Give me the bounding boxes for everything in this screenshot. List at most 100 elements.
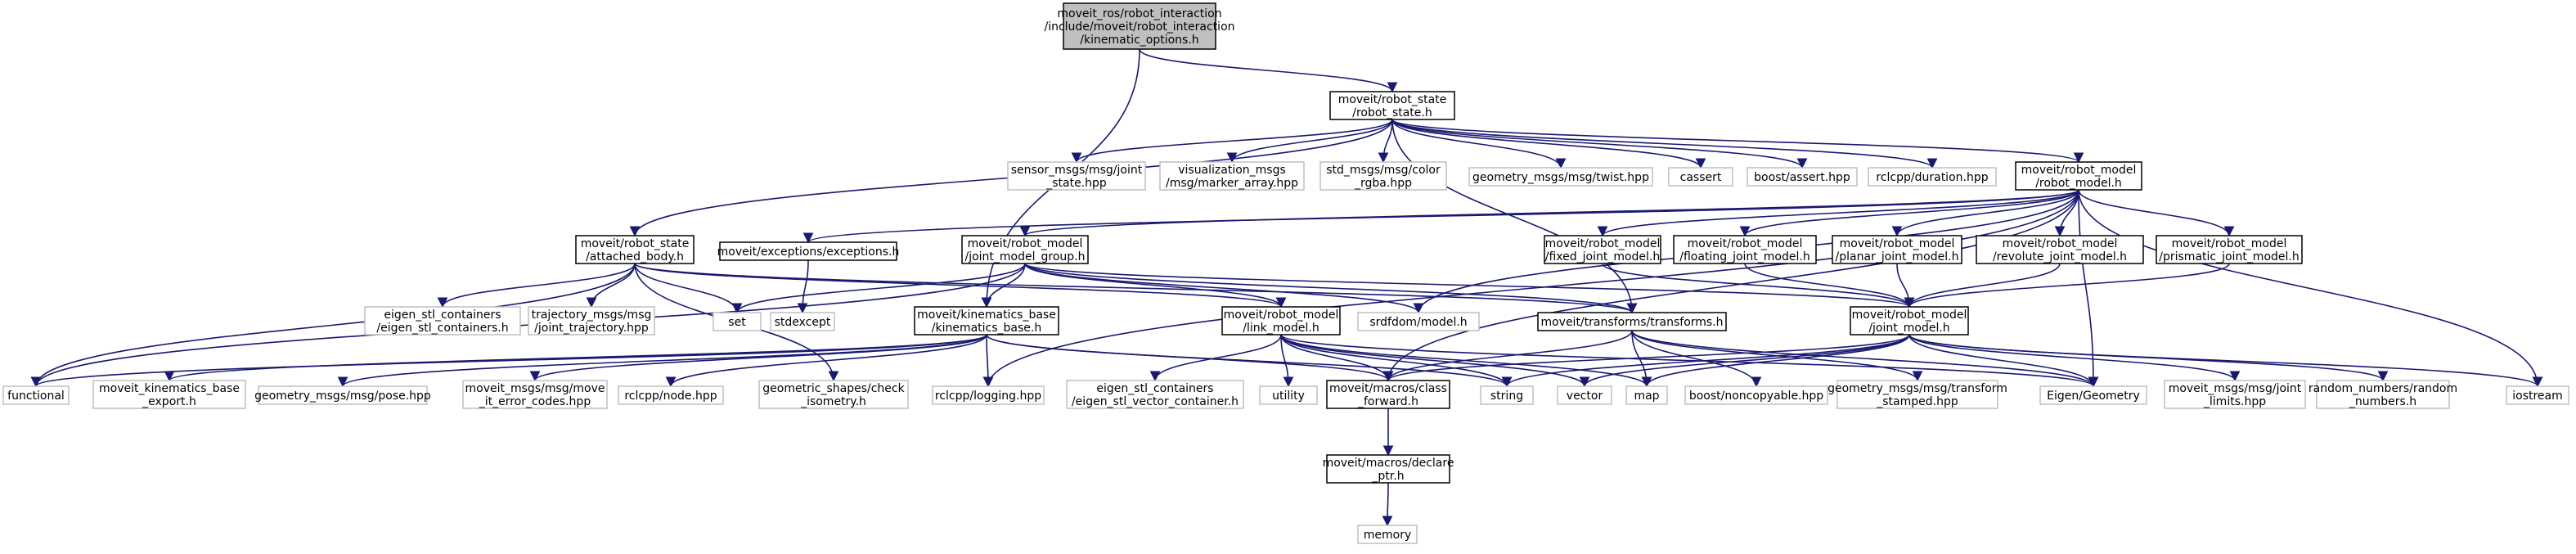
node-box	[770, 312, 835, 331]
node-box	[1468, 167, 1653, 187]
node-floating-joint[interactable]: moveit/robot_model/floating_joint_model.…	[1673, 235, 1817, 264]
node-joint-model[interactable]: moveit/robot_model/joint_model.h	[1850, 306, 1969, 336]
node-label-line: visualization_msgs	[1178, 164, 1286, 177]
node-stdexcept[interactable]: stdexcept	[770, 312, 835, 331]
node-box	[719, 241, 897, 261]
node-kinematics-base[interactable]: moveit/kinematics_base/kinematics_base.h	[914, 306, 1059, 336]
node-srdfdom[interactable]: srdfdom/model.h	[1357, 312, 1480, 331]
edge-robot_state-to-robot_model	[1391, 119, 2084, 164]
edge-kinematics_base-to-kin_export	[164, 334, 987, 382]
node-label-line: moveit_msgs/msg/move	[465, 382, 605, 395]
node-box	[961, 235, 1089, 264]
node-node[interactable]: rclcpp/node.hpp	[618, 385, 724, 405]
node-map[interactable]: map	[1625, 385, 1668, 405]
node-sensor-joint-state[interactable]: sensor_msgs/msg/joint_state.hpp	[1007, 161, 1146, 191]
node-box	[618, 385, 724, 405]
node-label-line: Eigen/Geometry	[2047, 390, 2140, 403]
edge-kinematics_base-to-error_codes	[529, 334, 987, 382]
node-check-isometry[interactable]: geometric_shapes/check_isometry.h	[758, 380, 909, 409]
node-label-line: moveit/robot_model	[1688, 237, 1803, 250]
node-box	[2316, 380, 2450, 409]
node-label-line: moveit_msgs/msg/joint	[2169, 382, 2302, 395]
node-box	[1976, 235, 2144, 264]
node-revolute-joint[interactable]: moveit/robot_model/revolute_joint_model.…	[1976, 235, 2144, 264]
node-boost-assert[interactable]: boost/assert.hpp	[1747, 167, 1858, 187]
node-box	[1684, 385, 1828, 405]
node-error-codes[interactable]: moveit_msgs/msg/move_it_error_codes.hpp	[462, 380, 608, 409]
edge-robot_model-to-logging	[982, 189, 2079, 388]
node-label-line: stdexcept	[775, 316, 831, 329]
node-label-line: rclcpp/node.hpp	[624, 390, 717, 403]
node-box	[1480, 385, 1534, 405]
node-prismatic-joint[interactable]: moveit/robot_model/prismatic_joint_model…	[2156, 235, 2303, 264]
node-box	[1326, 454, 1450, 484]
edge-declare_ptr-to-memory	[1382, 482, 1393, 527]
node-box	[258, 385, 428, 405]
node-transform-stamped[interactable]: geometry_msgs/msg/transform_stamped.hpp	[1827, 380, 2007, 409]
node-label-line: /attached_body.h	[586, 250, 684, 263]
node-joint-trajectory[interactable]: trajectory_msgs/msg/joint_trajectory.hpp	[528, 306, 655, 336]
node-label-line: geometry_msgs/msg/pose.hpp	[254, 390, 431, 403]
node-cassert[interactable]: cassert	[1668, 167, 1733, 187]
node-box	[2156, 235, 2303, 264]
node-eigen-stl-containers[interactable]: eigen_stl_containers/eigen_stl_container…	[364, 306, 521, 336]
node-label-line: moveit/exceptions/exceptions.h	[717, 245, 900, 259]
node-duration[interactable]: rclcpp/duration.hpp	[1868, 167, 1997, 187]
node-iostream[interactable]: iostream	[2506, 385, 2569, 405]
node-box	[1007, 161, 1146, 191]
node-label-line: rclcpp/duration.hpp	[1876, 171, 1988, 184]
node-functional[interactable]: functional	[2, 385, 70, 405]
node-string[interactable]: string	[1480, 385, 1534, 405]
node-vector[interactable]: vector	[1557, 385, 1612, 405]
node-marker-array[interactable]: visualization_msgs/msg/marker_array.hpp	[1159, 161, 1305, 191]
edge-kinematics_base-to-pose	[337, 334, 987, 388]
node-root[interactable]: moveit_ros/robot_interaction/include/mov…	[1044, 2, 1235, 50]
node-twist[interactable]: geometry_msgs/msg/twist.hpp	[1468, 167, 1653, 187]
node-color-rgba[interactable]: std_msgs/msg/color_rgba.hpp	[1319, 161, 1447, 191]
node-box	[1319, 161, 1447, 191]
node-box	[1259, 385, 1318, 405]
node-eigen-vector-container[interactable]: eigen_stl_containers/eigen_stl_vector_co…	[1066, 380, 1244, 409]
node-utility[interactable]: utility	[1259, 385, 1318, 405]
node-robot-state[interactable]: moveit/robot_state/robot_state.h	[1329, 91, 1455, 120]
node-box	[2, 385, 70, 405]
node-joint-limits[interactable]: moveit_msgs/msg/joint_limits.hpp	[2164, 380, 2306, 409]
node-label-line: /eigen_stl_containers.h	[376, 322, 508, 335]
node-joint-model-group[interactable]: moveit/robot_model/joint_model_group.h	[961, 235, 1089, 264]
node-noncopyable[interactable]: boost/noncopyable.hpp	[1684, 385, 1828, 405]
node-exceptions[interactable]: moveit/exceptions/exceptions.h	[717, 241, 900, 261]
node-transforms[interactable]: moveit/transforms/transforms.h	[1537, 312, 1727, 331]
node-random-numbers[interactable]: random_numbers/random_numbers.h	[2309, 380, 2457, 409]
node-label-line: _limits.hpp	[2203, 395, 2266, 408]
node-label-line: moveit/robot_model	[1852, 309, 1967, 322]
node-box	[1868, 167, 1997, 187]
node-box	[1159, 161, 1305, 191]
node-label-line: vector	[1567, 390, 1603, 403]
edge-joint_model_group-to-joint_model	[1024, 263, 1914, 309]
node-declare-ptr[interactable]: moveit/macros/declare_ptr.h	[1323, 454, 1454, 484]
node-box	[1625, 385, 1668, 405]
edge-root-to-robot_state	[1139, 48, 1398, 93]
node-kin-export[interactable]: moveit_kinematics_base_export.h	[92, 380, 246, 409]
node-link-model[interactable]: moveit/robot_model/link_model.h	[1221, 306, 1341, 336]
node-class-forward[interactable]: moveit/macros/class_forward.h	[1326, 380, 1450, 409]
node-label-line: /joint_model.h	[1868, 322, 1949, 335]
node-label-line: moveit/robot_model	[2021, 164, 2137, 177]
node-set[interactable]: set	[713, 312, 762, 331]
node-fixed-joint[interactable]: moveit/robot_model/fixed_joint_model.h	[1544, 235, 1661, 264]
node-eigen-geometry[interactable]: Eigen/Geometry	[2039, 385, 2147, 405]
edge-joint_model-to-class_forward	[1382, 334, 1910, 382]
edge-link_model-to-string	[1280, 334, 1513, 388]
node-label-line: /robot_state.h	[1352, 106, 1432, 119]
node-box	[364, 306, 521, 336]
node-memory[interactable]: memory	[1357, 525, 1418, 544]
node-pose[interactable]: geometry_msgs/msg/pose.hpp	[254, 385, 431, 405]
node-planar-joint[interactable]: moveit/robot_model/planar_joint_model.h	[1832, 235, 1962, 264]
edge-joint_model-to-eigen_geometry	[1908, 334, 2099, 388]
node-label-line: trajectory_msgs/msg	[532, 309, 652, 322]
node-attached-body[interactable]: moveit/robot_state/attached_body.h	[575, 235, 695, 264]
node-logging[interactable]: rclcpp/logging.hpp	[932, 385, 1045, 405]
node-label-line: boost/noncopyable.hpp	[1689, 390, 1823, 403]
node-robot-model[interactable]: moveit/robot_model/robot_model.h	[2015, 161, 2142, 191]
